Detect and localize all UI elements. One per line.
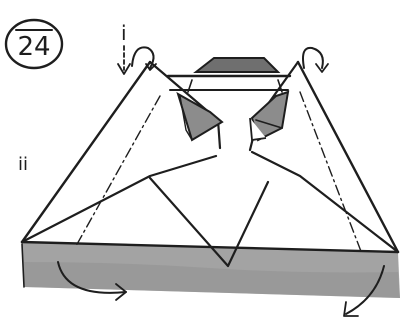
right-pocket (250, 92, 288, 140)
left-pocket (178, 94, 222, 140)
curl-arrow-left-icon (132, 47, 156, 70)
label-i-group: i (118, 21, 130, 74)
crossbars (168, 76, 290, 92)
label-ii: ii (18, 154, 28, 175)
label-i: i (121, 21, 127, 45)
top-flap (196, 58, 278, 72)
curl-arrow-right-icon (303, 48, 328, 72)
step-number-badge: 24 (6, 20, 62, 68)
step-number: 24 (17, 32, 50, 62)
